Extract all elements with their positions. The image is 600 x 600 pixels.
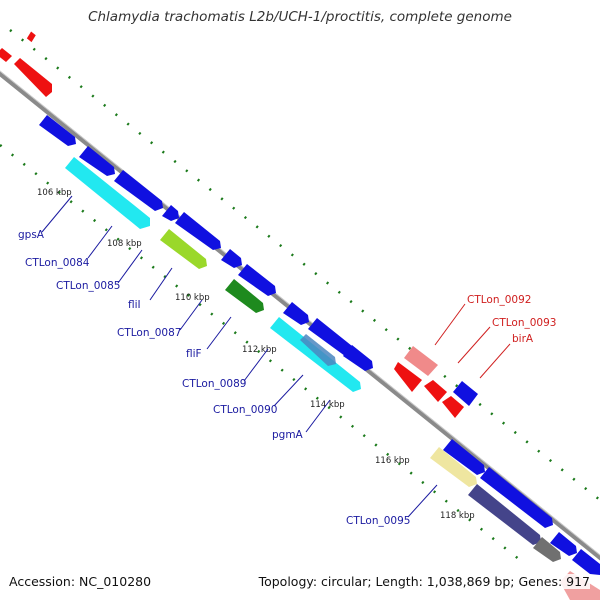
gene-label-pgmA[interactable]: pgmA — [272, 429, 304, 441]
tick-label: 114 kbp — [310, 400, 345, 410]
label-connector — [407, 484, 438, 518]
forward-gene-arrow[interactable] — [343, 345, 373, 371]
forward-gene-arrow-fliF[interactable] — [225, 279, 264, 313]
gene-label-CTLon_0085[interactable]: CTLon_0085 — [56, 280, 120, 292]
reverse-gene-arrow[interactable] — [0, 48, 12, 62]
forward-gene-arrow[interactable] — [480, 467, 553, 528]
forward-gene-arrow[interactable] — [533, 537, 561, 562]
label-connector — [273, 374, 304, 407]
gene-label-fliF[interactable]: fliF — [186, 348, 202, 360]
label-connector — [87, 225, 113, 259]
reverse-gene-arrow-CTLon_0093-c[interactable] — [442, 396, 464, 418]
tick-label: 108 kbp — [107, 239, 142, 249]
label-connector — [305, 399, 331, 433]
label-connector — [434, 303, 466, 346]
forward-gene-arrow[interactable] — [572, 549, 600, 575]
label-connector — [206, 316, 232, 350]
forward-gene-arrow-fliI[interactable] — [160, 229, 207, 269]
gene-label-birA[interactable]: birA — [512, 333, 534, 345]
accession-label: Accession: NC_010280 — [9, 574, 152, 589]
reverse-gene-arrow-birA[interactable] — [453, 381, 478, 406]
reverse-gene-arrow-CTLon_0093-a[interactable] — [394, 362, 422, 392]
forward-gene-arrow-gpsA[interactable] — [65, 157, 150, 229]
tick-label: 106 kbp — [37, 188, 72, 198]
label-connector — [117, 249, 143, 284]
reverse-gene-arrow[interactable] — [26, 31, 36, 43]
label-connector — [479, 343, 511, 379]
gene-label-CTLon_0087[interactable]: CTLon_0087 — [117, 327, 181, 339]
gene-label-CTLon_0089[interactable]: CTLon_0089 — [182, 378, 246, 390]
reverse-gene-arrow[interactable] — [14, 58, 52, 97]
label-connector — [457, 326, 491, 364]
forward-gene-arrow-CTLon_0087[interactable] — [175, 212, 221, 250]
gene-label-CTLon_0084[interactable]: CTLon_0084 — [25, 257, 90, 269]
topology-label: Topology: circular; Length: 1,038,869 bp… — [258, 574, 590, 589]
gene-label-CTLon_0095[interactable]: CTLon_0095 — [346, 515, 410, 527]
tick-label: 116 kbp — [375, 456, 410, 466]
gene-label-fliI[interactable]: fliI — [128, 299, 141, 311]
label-connector — [149, 267, 173, 301]
forward-gene-arrow[interactable] — [39, 115, 76, 146]
outer-tick-track — [9, 29, 600, 501]
label-connector — [243, 348, 269, 382]
tick-label: 112 kbp — [242, 345, 277, 355]
forward-gene-arrow-CTLon_0090[interactable] — [308, 318, 353, 356]
gene-label-CTLon_0093[interactable]: CTLon_0093 — [492, 317, 556, 329]
forward-gene-arrow[interactable] — [238, 264, 276, 296]
forward-gene-arrow[interactable] — [468, 484, 541, 545]
forward-gene-arrow-pgmA[interactable] — [300, 334, 336, 366]
forward-gene-arrow[interactable] — [550, 532, 577, 556]
label-connector — [41, 195, 73, 233]
forward-gene-arrow[interactable] — [443, 439, 485, 475]
forward-gene-arrow-CTLon_0095[interactable] — [430, 447, 477, 487]
forward-gene-arrow[interactable] — [162, 205, 179, 221]
gene-label-CTLon_0090[interactable]: CTLon_0090 — [213, 404, 277, 416]
tick-label: 110 kbp — [175, 293, 210, 303]
forward-gene-arrow-CTLon_0085[interactable] — [114, 170, 163, 211]
forward-gene-arrow[interactable] — [221, 249, 242, 268]
label-connector — [179, 299, 203, 331]
tick-label: 118 kbp — [440, 511, 475, 521]
forward-gene-arrow[interactable] — [283, 302, 309, 325]
gene-label-gpsA[interactable]: gpsA — [18, 229, 45, 241]
gene-label-CTLon_0092[interactable]: CTLon_0092 — [467, 294, 531, 306]
reverse-gene-arrow-CTLon_0092[interactable] — [404, 346, 438, 376]
forward-gene-arrow-CTLon_0084[interactable] — [79, 146, 115, 176]
reverse-gene-arrow-CTLon_0093-b[interactable] — [424, 380, 447, 402]
forward-gene-arrow-CTLon_0089[interactable] — [270, 317, 361, 392]
genome-title: Chlamydia trachomatis L2b/UCH-1/proctiti… — [88, 9, 512, 25]
